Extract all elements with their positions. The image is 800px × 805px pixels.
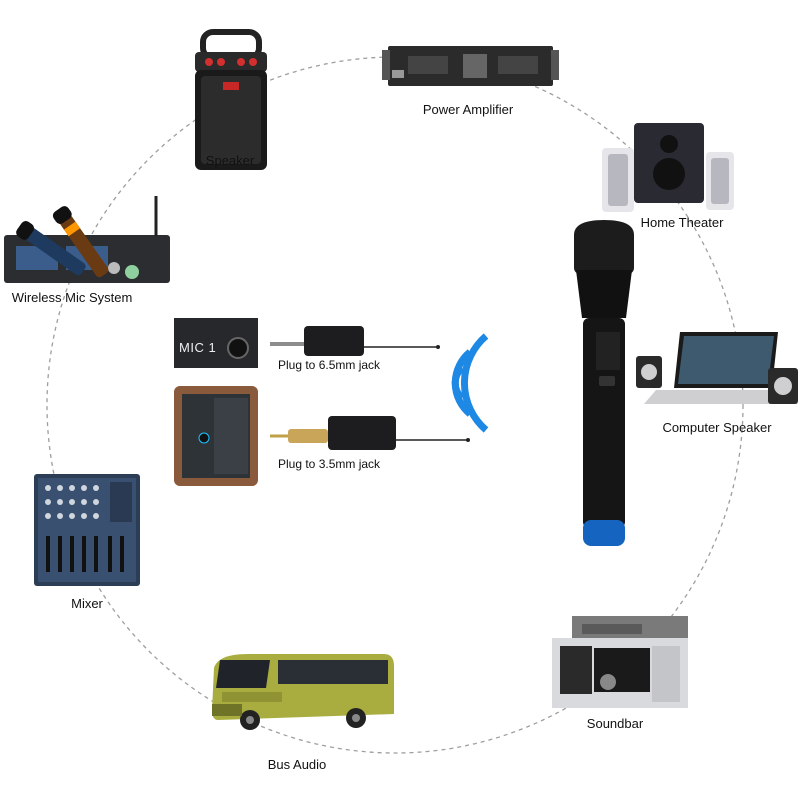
speaker-image	[195, 29, 267, 170]
mic-jack-label: MIC 1	[179, 340, 217, 355]
device-label-computer-speaker: Computer Speaker	[662, 420, 772, 435]
handheld-microphone-image	[574, 220, 634, 546]
device-label-home-theater: Home Theater	[640, 215, 724, 230]
device-label-power-amplifier: Power Amplifier	[422, 102, 514, 117]
wireless-mic-system-image	[4, 196, 170, 283]
device-label-bus-audio: Bus Audio	[267, 757, 327, 772]
mic-jack-panel	[174, 318, 258, 368]
device-label-mixer: Mixer	[71, 596, 103, 611]
soundbar-image	[552, 616, 688, 708]
wooden-speaker-panel	[174, 386, 258, 486]
computer-speaker-image	[636, 332, 798, 404]
plug-35mm-label: Plug to 3.5mm jack	[278, 457, 381, 471]
connection-circle	[46, 56, 744, 754]
plug-65mm-label: Plug to 6.5mm jack	[278, 358, 381, 372]
device-label-speaker: Speaker	[205, 153, 255, 168]
power-amplifier-image	[382, 46, 559, 86]
wireless-signal-icon	[451, 333, 489, 433]
plug-35mm-receiver	[270, 416, 470, 450]
bus-image	[212, 654, 394, 730]
mixer-image	[34, 474, 140, 586]
device-label-soundbar: Soundbar	[586, 716, 644, 731]
plug-65mm-receiver	[270, 326, 440, 356]
home-theater-image	[602, 123, 734, 212]
device-label-wireless-mic-system: Wireless Mic System	[11, 290, 133, 305]
